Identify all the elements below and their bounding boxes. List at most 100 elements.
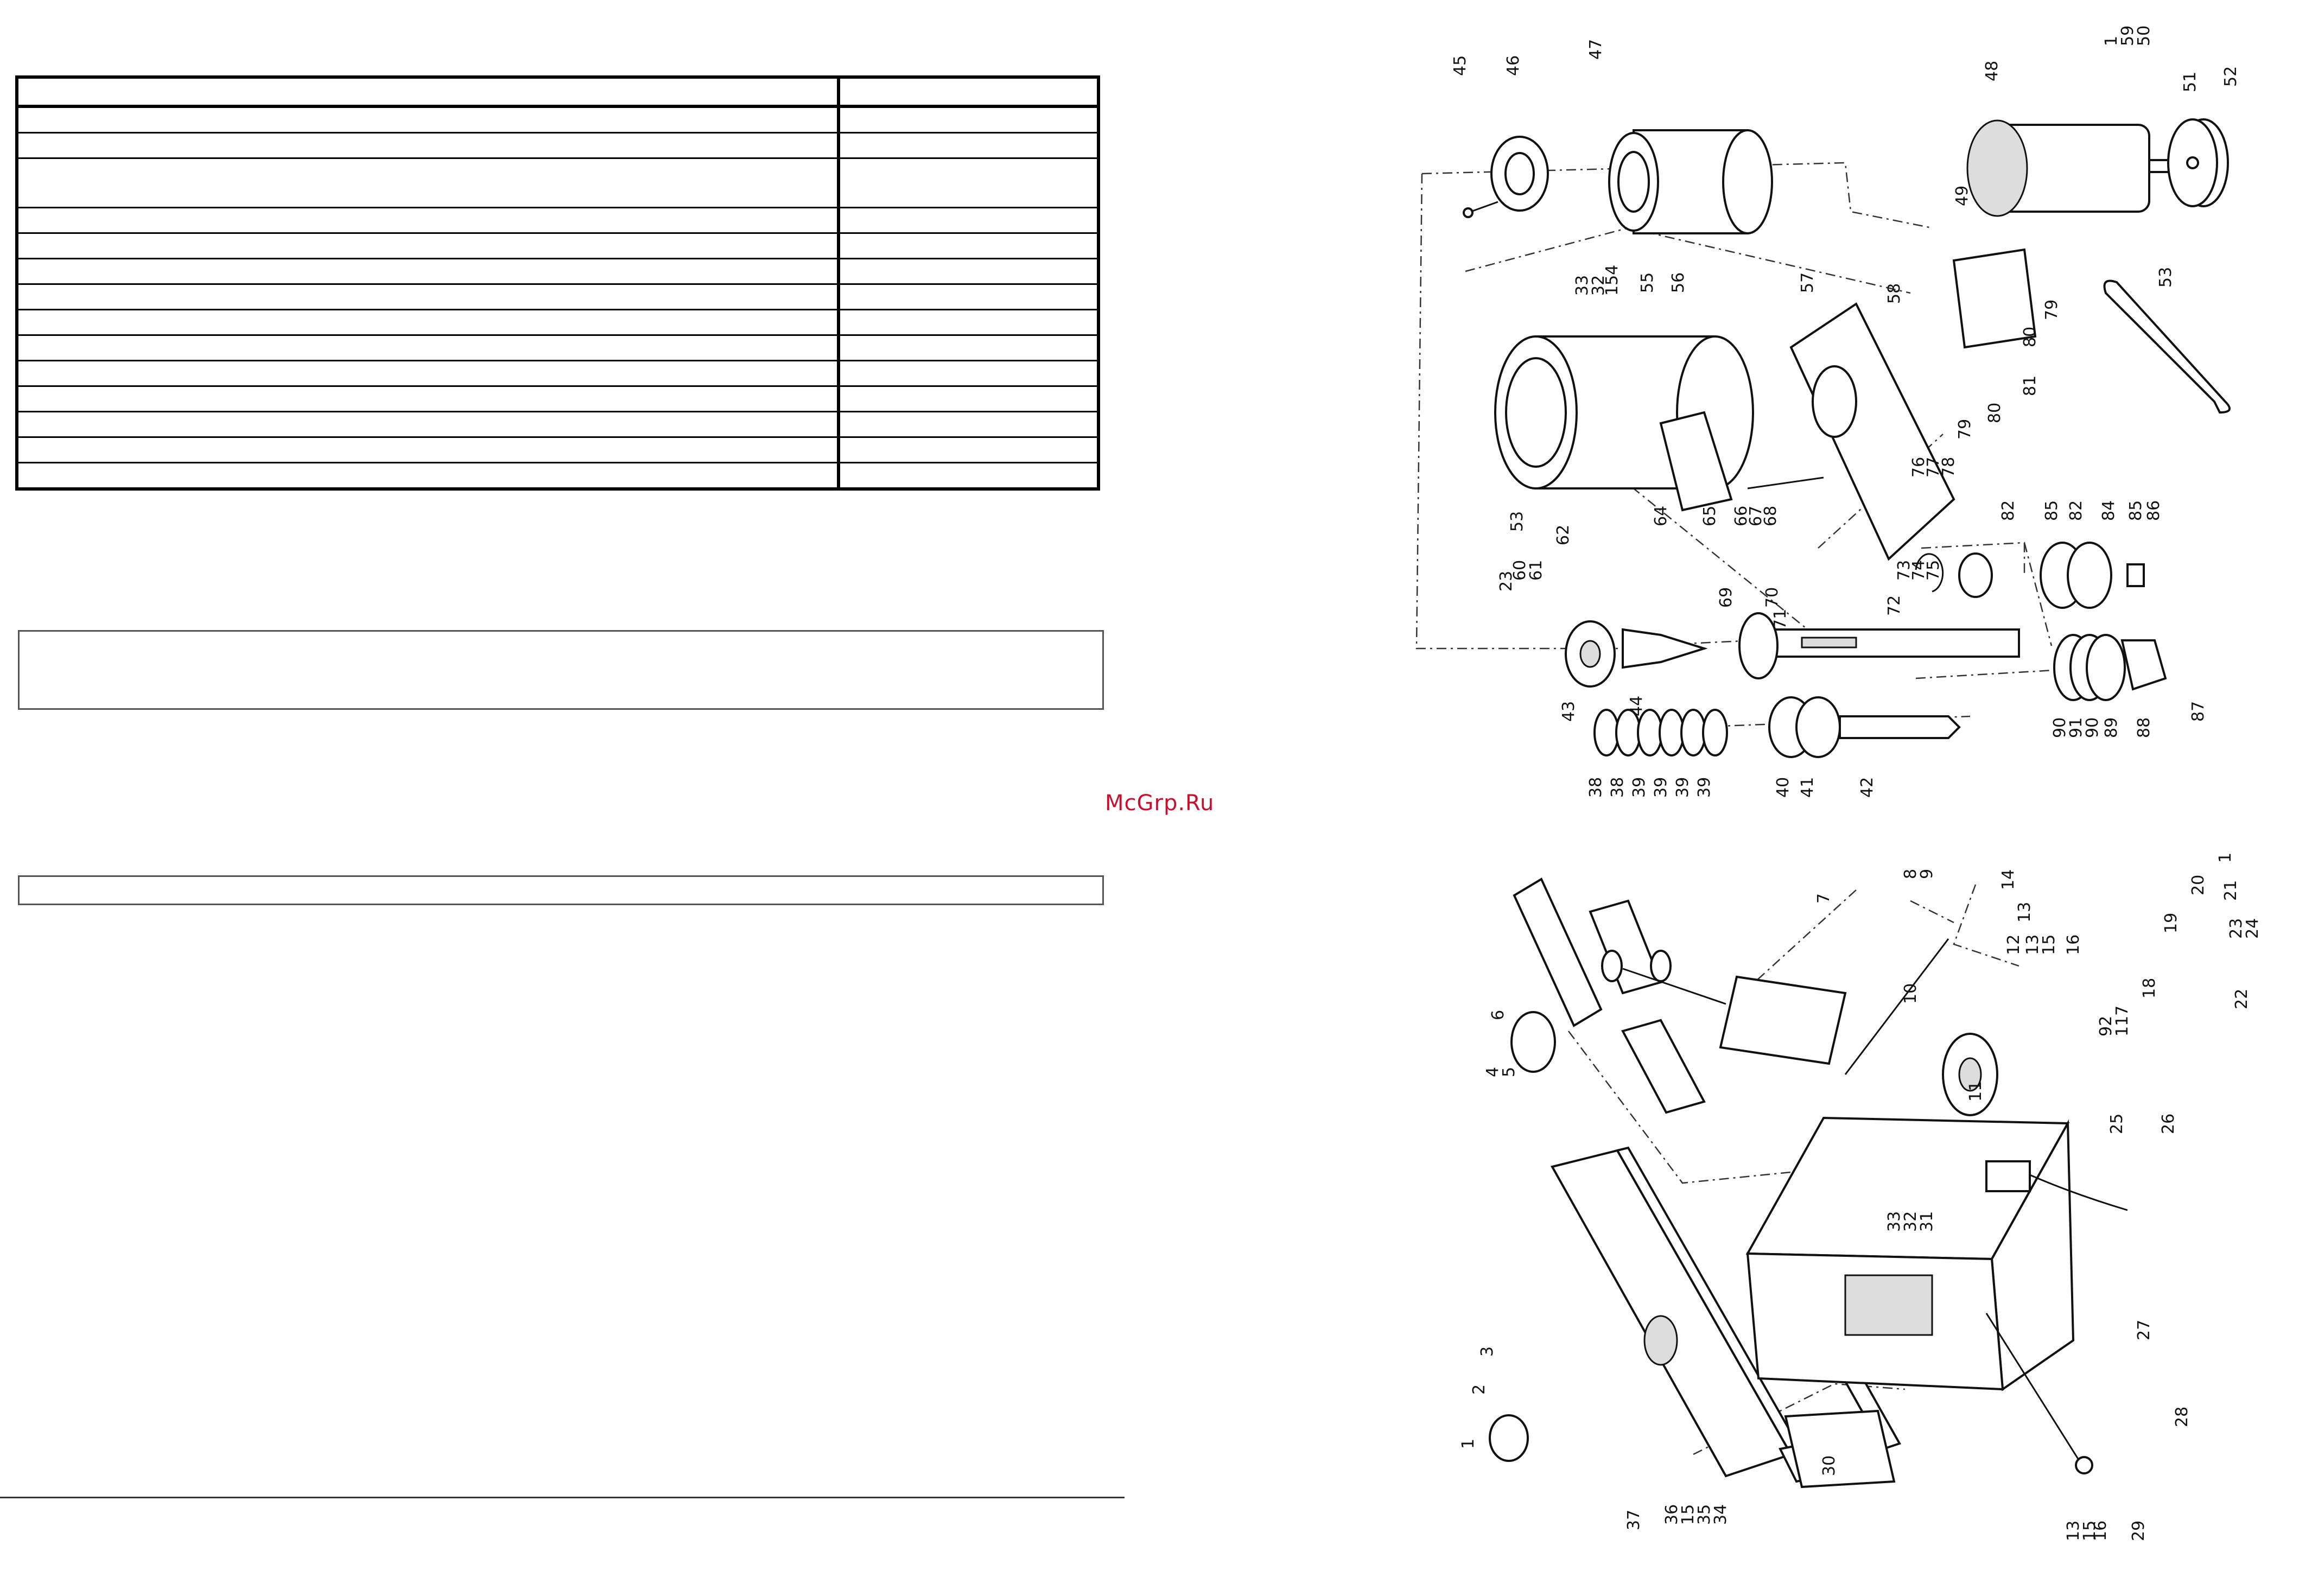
part-label: 4 [1483,1067,1502,1077]
part-label: 90 [2083,717,2102,738]
part-label: 117 [2113,1006,2132,1037]
part-label: 52 [2221,66,2240,87]
part-label: 47 [1586,39,1605,60]
table-header-row [16,76,1100,108]
bottom-assembly: 7 8 9 6 4 5 10 11 14 13 12 13 15 16 92 1… [1459,853,2262,1541]
parts-diagram-svg: 45 46 47 48 1 59 50 51 52 53 49 79 80 81… [1415,26,2262,1541]
part-label: 35 [1695,1504,1714,1525]
part-label: 154 [1603,265,1622,296]
part-label: 23 [2227,918,2246,939]
part-label: 36 [1662,1504,1681,1525]
part-label: 13 [2023,934,2042,955]
part-label: 71 [1771,609,1790,630]
part-label: 11 [1966,1081,1985,1102]
part-label: 82 [2067,500,2086,521]
part-label: 92 [2097,1016,2116,1037]
part-label: 91 [2067,717,2086,738]
part-label: 34 [1711,1504,1730,1525]
part-label: 82 [1999,500,2018,521]
part-label: 16 [2091,1521,2110,1541]
part-label: 85 [2042,500,2061,521]
part-label: 39 [1695,777,1714,798]
part-label: 85 [2126,500,2145,521]
part-label: 60 [1510,560,1529,581]
part-label: 1 [2216,853,2235,863]
part-label: 43 [1559,701,1578,722]
part-label: 64 [1652,506,1671,526]
part-label: 90 [2050,717,2069,738]
part-label: 40 [1774,777,1793,798]
table-row [16,436,1100,463]
part-label: 53 [1508,511,1527,532]
part-label: 3 [1478,1346,1497,1357]
part-label: 31 [1917,1211,1936,1232]
bottom-part-labels: 7 8 9 6 4 5 10 11 14 13 12 13 15 16 92 1… [1459,853,2262,1541]
part-label: 15 [1679,1504,1698,1525]
part-label: 45 [1451,55,1470,76]
part-label: 39 [1652,777,1671,798]
part-label: 32 [1901,1211,1920,1232]
part-label: 48 [1983,61,2002,81]
table-row [16,309,1100,336]
part-label: 6 [1489,1010,1508,1020]
part-label: 77 [1924,457,1943,478]
part-label: 29 [2129,1521,2148,1541]
part-label: 1 [1459,1439,1478,1449]
table-row [16,283,1100,310]
part-label: 67 [1747,506,1765,526]
part-label: 39 [1630,777,1649,798]
table-row [16,232,1100,259]
part-label: 7 [1814,893,1833,904]
watermark: McGrp.Ru [1105,791,1215,816]
part-label: 79 [1955,419,1974,440]
table-row [16,411,1100,438]
part-label: 55 [1638,272,1657,293]
part-label: 30 [1820,1455,1839,1476]
top-part-labels: 45 46 47 48 1 59 50 51 52 53 49 79 80 81… [1451,26,2240,798]
table-row [16,207,1100,234]
part-label: 12 [2004,934,2023,955]
part-label: 37 [1624,1510,1643,1530]
part-label: 25 [2107,1114,2126,1134]
part-label: 88 [2135,717,2154,738]
part-label: 27 [2135,1320,2154,1340]
part-label: 46 [1504,55,1523,76]
part-label: 80 [2021,327,2040,347]
part-label: 20 [2189,875,2208,895]
part-label: 56 [1669,272,1688,293]
part-label: 49 [1953,186,1972,206]
table-row [16,258,1100,285]
part-label: 14 [1999,869,2018,890]
part-label: 51 [2181,72,2200,92]
part-label: 61 [1527,560,1546,581]
part-label: 75 [1924,560,1943,581]
part-label: 65 [1700,506,1719,526]
part-label: 50 [2135,26,2154,46]
part-label: 38 [1608,777,1627,798]
part-label: 38 [1586,777,1605,798]
part-label: 72 [1885,595,1904,616]
part-label: 62 [1554,525,1573,545]
part-label: 87 [2189,701,2208,722]
table-row [16,334,1100,361]
part-label: 44 [1627,696,1646,716]
part-label: 41 [1798,777,1817,798]
part-label: 18 [2140,978,2159,999]
top-assembly: 45 46 47 48 1 59 50 51 52 53 49 79 80 81… [1415,26,2240,798]
part-label: 79 [2042,300,2061,320]
part-label: 69 [1717,587,1736,608]
table-row [16,462,1100,490]
part-label: 57 [1798,272,1817,293]
part-label: 2 [1470,1384,1489,1395]
part-label: 9 [1917,869,1936,879]
table-row [16,132,1100,159]
part-label: 59 [2118,26,2137,46]
part-label: 39 [1673,777,1692,798]
part-label: 68 [1761,506,1780,526]
part-label: 70 [1763,587,1782,608]
part-label: 80 [1985,403,2004,423]
part-label: 13 [2015,902,2034,923]
part-label: 28 [2173,1407,2192,1427]
part-label: 73 [1895,560,1914,581]
part-label: 76 [1909,457,1928,478]
